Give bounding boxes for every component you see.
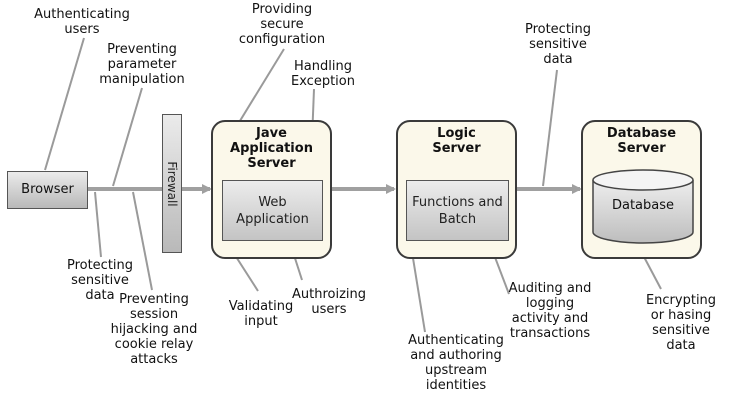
annotation-preventing-session: Preventing session hijacking and cookie … — [110, 292, 198, 367]
java-server-node: Jave Application Server Web Application — [211, 120, 332, 259]
annotation-authenticating-users: Authenticating users — [34, 7, 130, 37]
annotation-auditing: Auditing and logging activity and transa… — [508, 281, 592, 341]
annotation-validating-input: Validating input — [228, 299, 294, 329]
leader-providing-config — [234, 48, 285, 130]
leader-preventing-session — [132, 191, 153, 291]
annotation-providing-config: Providing secure configuration — [238, 2, 326, 47]
leader-encrypting — [642, 254, 662, 290]
web-application-component: Web Application — [222, 180, 323, 241]
database-server-title: Database Server — [606, 126, 677, 156]
logic-server-title: Logic Server — [432, 126, 481, 156]
annotation-authorizing-users: Authroizing users — [291, 287, 367, 317]
annotation-handling-exception: Handling Exception — [291, 59, 355, 89]
database-label: Database — [611, 198, 675, 213]
leader-protecting-data-top — [542, 69, 558, 187]
annotation-protecting-data-left: Protecting sensitive data — [66, 258, 134, 303]
annotation-preventing-param: Preventing parameter manipulation — [99, 42, 185, 87]
firewall-node: Firewall — [162, 114, 182, 253]
leader-preventing-param — [112, 87, 143, 187]
browser-node: Browser — [7, 171, 88, 209]
leader-auth-upstream — [411, 251, 426, 333]
annotation-protecting-data-top: Protecting sensitive data — [524, 22, 592, 67]
logic-server-node: Logic Server Functions and Batch — [396, 120, 517, 259]
browser-label: Browser — [21, 182, 74, 197]
java-server-title: Jave Application Server — [230, 126, 313, 171]
leader-protecting-data-left — [94, 191, 102, 258]
annotation-auth-upstream: Authenticating and authoring upstream id… — [408, 333, 504, 393]
database-cylinder — [592, 169, 694, 244]
leader-authenticating-users — [44, 37, 85, 171]
functions-batch-component: Functions and Batch — [406, 180, 509, 241]
leader-auditing — [492, 251, 510, 295]
annotation-encrypting: Encrypting or hasing sensitive data — [645, 293, 717, 353]
firewall-label: Firewall — [165, 160, 179, 207]
